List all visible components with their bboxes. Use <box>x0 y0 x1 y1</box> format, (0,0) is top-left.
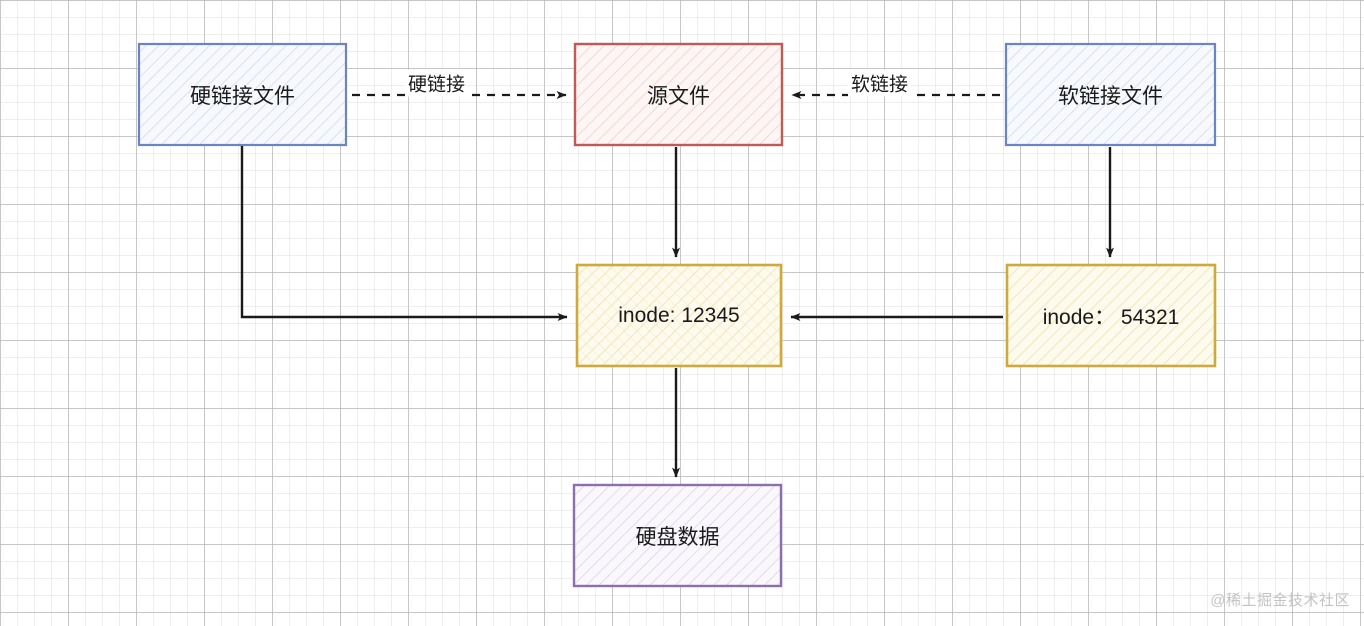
node-inode-source[interactable] <box>575 263 783 368</box>
edge-hard-link-to-inode <box>240 146 568 321</box>
node-disk-data[interactable] <box>572 483 783 588</box>
node-hard-link-file[interactable] <box>137 42 348 147</box>
node-source-file[interactable] <box>573 42 784 147</box>
node-soft-link-file[interactable] <box>1004 42 1217 147</box>
watermark: @稀土掘金技术社区 <box>1210 592 1350 609</box>
node-inode-softlink[interactable] <box>1005 263 1217 368</box>
